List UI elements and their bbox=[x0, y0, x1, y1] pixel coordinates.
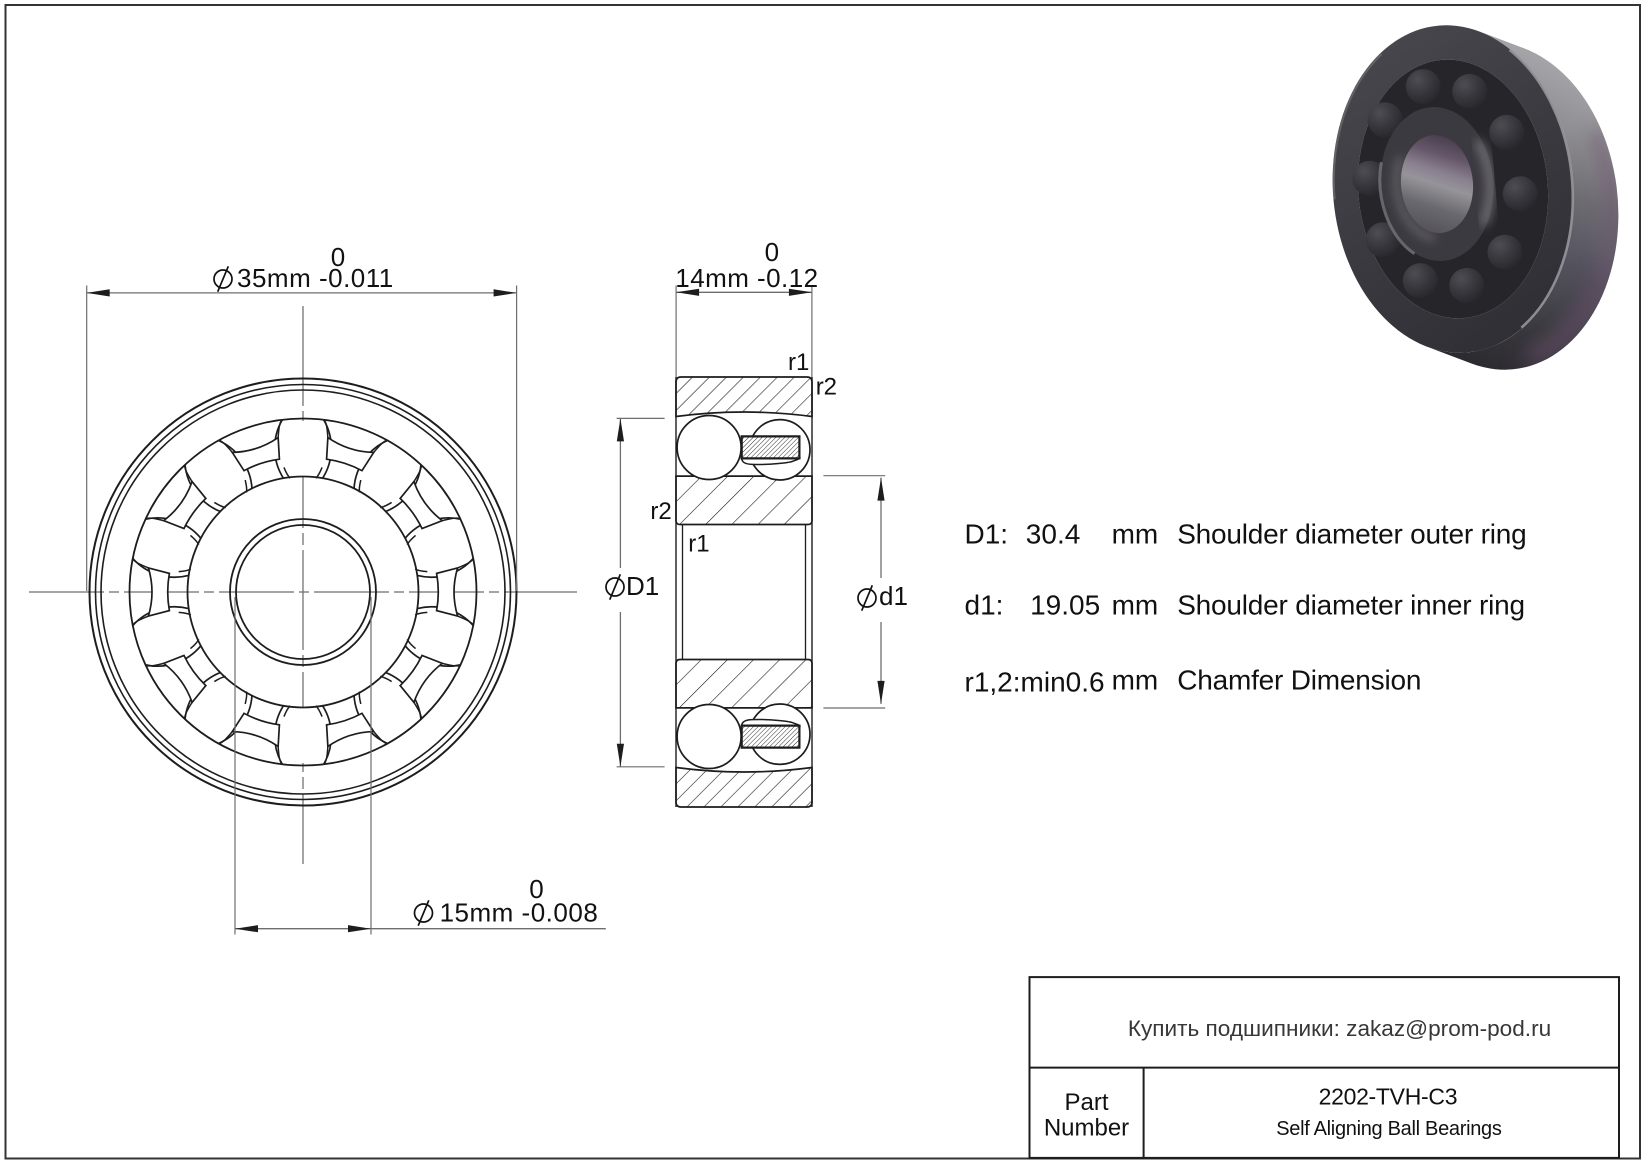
svg-text:Shoulder diameter inner ring: Shoulder diameter inner ring bbox=[1177, 589, 1525, 620]
svg-text:0: 0 bbox=[331, 242, 345, 272]
svg-text:r1: r1 bbox=[788, 349, 809, 376]
svg-text:mm: mm bbox=[1112, 665, 1159, 696]
svg-text:14mm -0.12: 14mm -0.12 bbox=[675, 263, 818, 293]
svg-text:r2: r2 bbox=[816, 374, 837, 401]
svg-text:r2: r2 bbox=[650, 498, 671, 525]
svg-text:Купить подшипники: zakaz@prom-: Купить подшипники: zakaz@prom-pod.ru bbox=[1128, 1016, 1551, 1041]
svg-text:Chamfer Dimension: Chamfer Dimension bbox=[1177, 665, 1421, 696]
svg-text:Part: Part bbox=[1064, 1089, 1108, 1116]
svg-text:35mm -0.011: 35mm -0.011 bbox=[237, 263, 394, 293]
svg-text:D1:: D1: bbox=[965, 519, 1009, 550]
svg-text:mm: mm bbox=[1112, 589, 1159, 620]
svg-text:d1: d1 bbox=[879, 581, 908, 611]
svg-text:Shoulder diameter outer ring: Shoulder diameter outer ring bbox=[1177, 519, 1526, 550]
svg-text:2202-TVH-C3: 2202-TVH-C3 bbox=[1319, 1084, 1458, 1110]
svg-text:Self Aligning Ball Bearings: Self Aligning Ball Bearings bbox=[1276, 1118, 1502, 1140]
svg-text:mm: mm bbox=[1112, 519, 1159, 550]
svg-text:30.4: 30.4 bbox=[1026, 519, 1081, 550]
svg-text:0: 0 bbox=[529, 874, 543, 904]
svg-text:0: 0 bbox=[765, 237, 779, 267]
svg-text:r1: r1 bbox=[688, 531, 709, 558]
svg-text:19.05: 19.05 bbox=[1030, 589, 1100, 620]
svg-text:d1:: d1: bbox=[965, 589, 1004, 620]
svg-text:D1: D1 bbox=[626, 571, 659, 601]
svg-text:r1,2:min0.6: r1,2:min0.6 bbox=[965, 667, 1105, 698]
svg-text:15mm -0.008: 15mm -0.008 bbox=[440, 897, 599, 927]
svg-text:Number: Number bbox=[1044, 1115, 1129, 1142]
